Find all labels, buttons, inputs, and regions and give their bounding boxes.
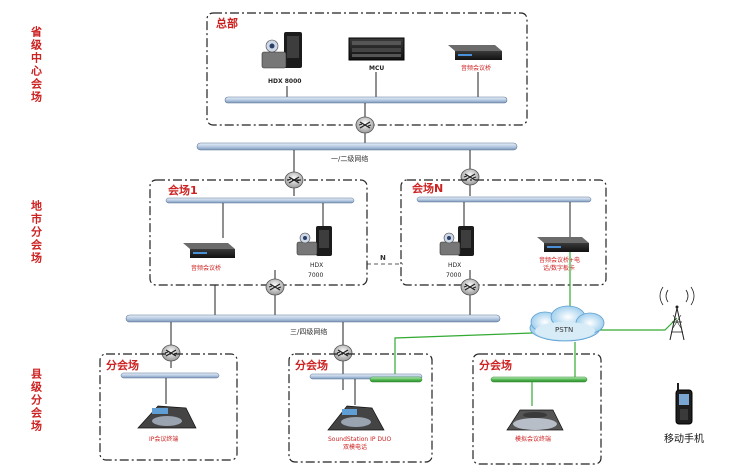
branch2-phone-label-1: SoundStation IP DUO <box>328 436 391 443</box>
venue1-bus <box>165 197 355 204</box>
venueN-bus <box>416 196 592 203</box>
mobile-phone-icon <box>675 383 693 425</box>
branch1-router-icon <box>161 344 181 362</box>
venueN-region <box>400 179 607 286</box>
tier-county-text: 县级分会场 <box>30 368 44 433</box>
branch3-green-bus <box>490 376 588 383</box>
venue1-hdx-label-1: HDX <box>310 262 323 269</box>
venueN-router-icon <box>460 168 480 186</box>
venueN-audio-bridge-device <box>537 237 589 252</box>
branch3-title: 分会场 <box>479 358 512 372</box>
tier-label-city: 地市分会场 <box>30 199 43 265</box>
branch3-phone-label: 模拟会议终端 <box>515 435 551 443</box>
hdx8000-label: HDX 8000 <box>268 78 301 85</box>
venueN-hdx7000-device <box>439 226 474 256</box>
branch2-router-icon <box>333 344 353 362</box>
level12-label: 一/二级网络 <box>331 154 368 163</box>
mcu-device <box>348 37 405 61</box>
venueN-title: 会场N <box>412 181 443 195</box>
venue1-bridge-label: 音频会议桥 <box>191 264 221 272</box>
branch3-region <box>472 353 602 465</box>
branch1-title: 分会场 <box>106 358 139 372</box>
hdx8000-device <box>261 32 302 69</box>
tier-city-text: 地市分会场 <box>30 199 43 265</box>
branch1-phone-label: IP会议终端 <box>149 435 178 443</box>
pstn-to-mobile-line <box>600 317 678 331</box>
branch2-region <box>288 353 433 463</box>
pstn-cloud <box>529 305 605 342</box>
level34-bus <box>125 314 501 323</box>
branch2-soundstation-phone-icon <box>327 405 385 431</box>
pstn-to-branch2-line <box>394 331 561 380</box>
hq-audio-bridge-device <box>448 45 502 60</box>
cell-tower-icon <box>659 286 695 341</box>
pstn-label: PSTN <box>555 326 573 334</box>
branch1-ip-conference-phone-icon <box>137 405 197 429</box>
mcu-label: MCU <box>369 65 384 72</box>
venueN-bottom-router-icon <box>460 278 480 296</box>
hq-audio-bridge-label: 音频会议桥 <box>461 64 491 72</box>
level12-bus <box>196 142 518 151</box>
branch2-green-bus <box>369 376 423 383</box>
venue1-bottom-router-icon <box>265 278 285 296</box>
hq-title: 总部 <box>216 16 238 30</box>
tier-provincial-text: 省级中心会场 <box>30 25 44 104</box>
branch2-phone-label-2: 双模电话 <box>343 443 367 451</box>
tier-label-county: 县级分会场 <box>30 368 44 433</box>
branch2-title: 分会场 <box>295 358 328 372</box>
venue1-title: 会场1 <box>168 183 198 197</box>
hq-bus <box>224 96 508 104</box>
tier-label-provincial: 省级中心会场 <box>30 25 44 104</box>
hq-router-icon <box>355 116 375 134</box>
venue1-region <box>149 179 368 286</box>
venue1-hdx7000-device <box>296 226 332 256</box>
venueN-hdx-label-1: HDX <box>448 262 461 269</box>
venue-connector-label: N <box>380 254 386 262</box>
venueN-hdx-label-2: 7000 <box>446 272 461 279</box>
branch3-analog-conference-phone-icon <box>506 409 564 431</box>
mobile-label: 移动手机 <box>664 432 704 445</box>
branch1-bus <box>120 372 220 379</box>
venue1-audio-bridge-device <box>183 243 235 258</box>
level34-label: 三/四级网络 <box>290 327 327 336</box>
venueN-bridge-label-2: 话/数字板卡 <box>543 264 575 272</box>
venue1-hdx-label-2: 7000 <box>308 272 323 279</box>
venueN-bridge-label-1: 音频会议桥+电 <box>539 256 580 264</box>
